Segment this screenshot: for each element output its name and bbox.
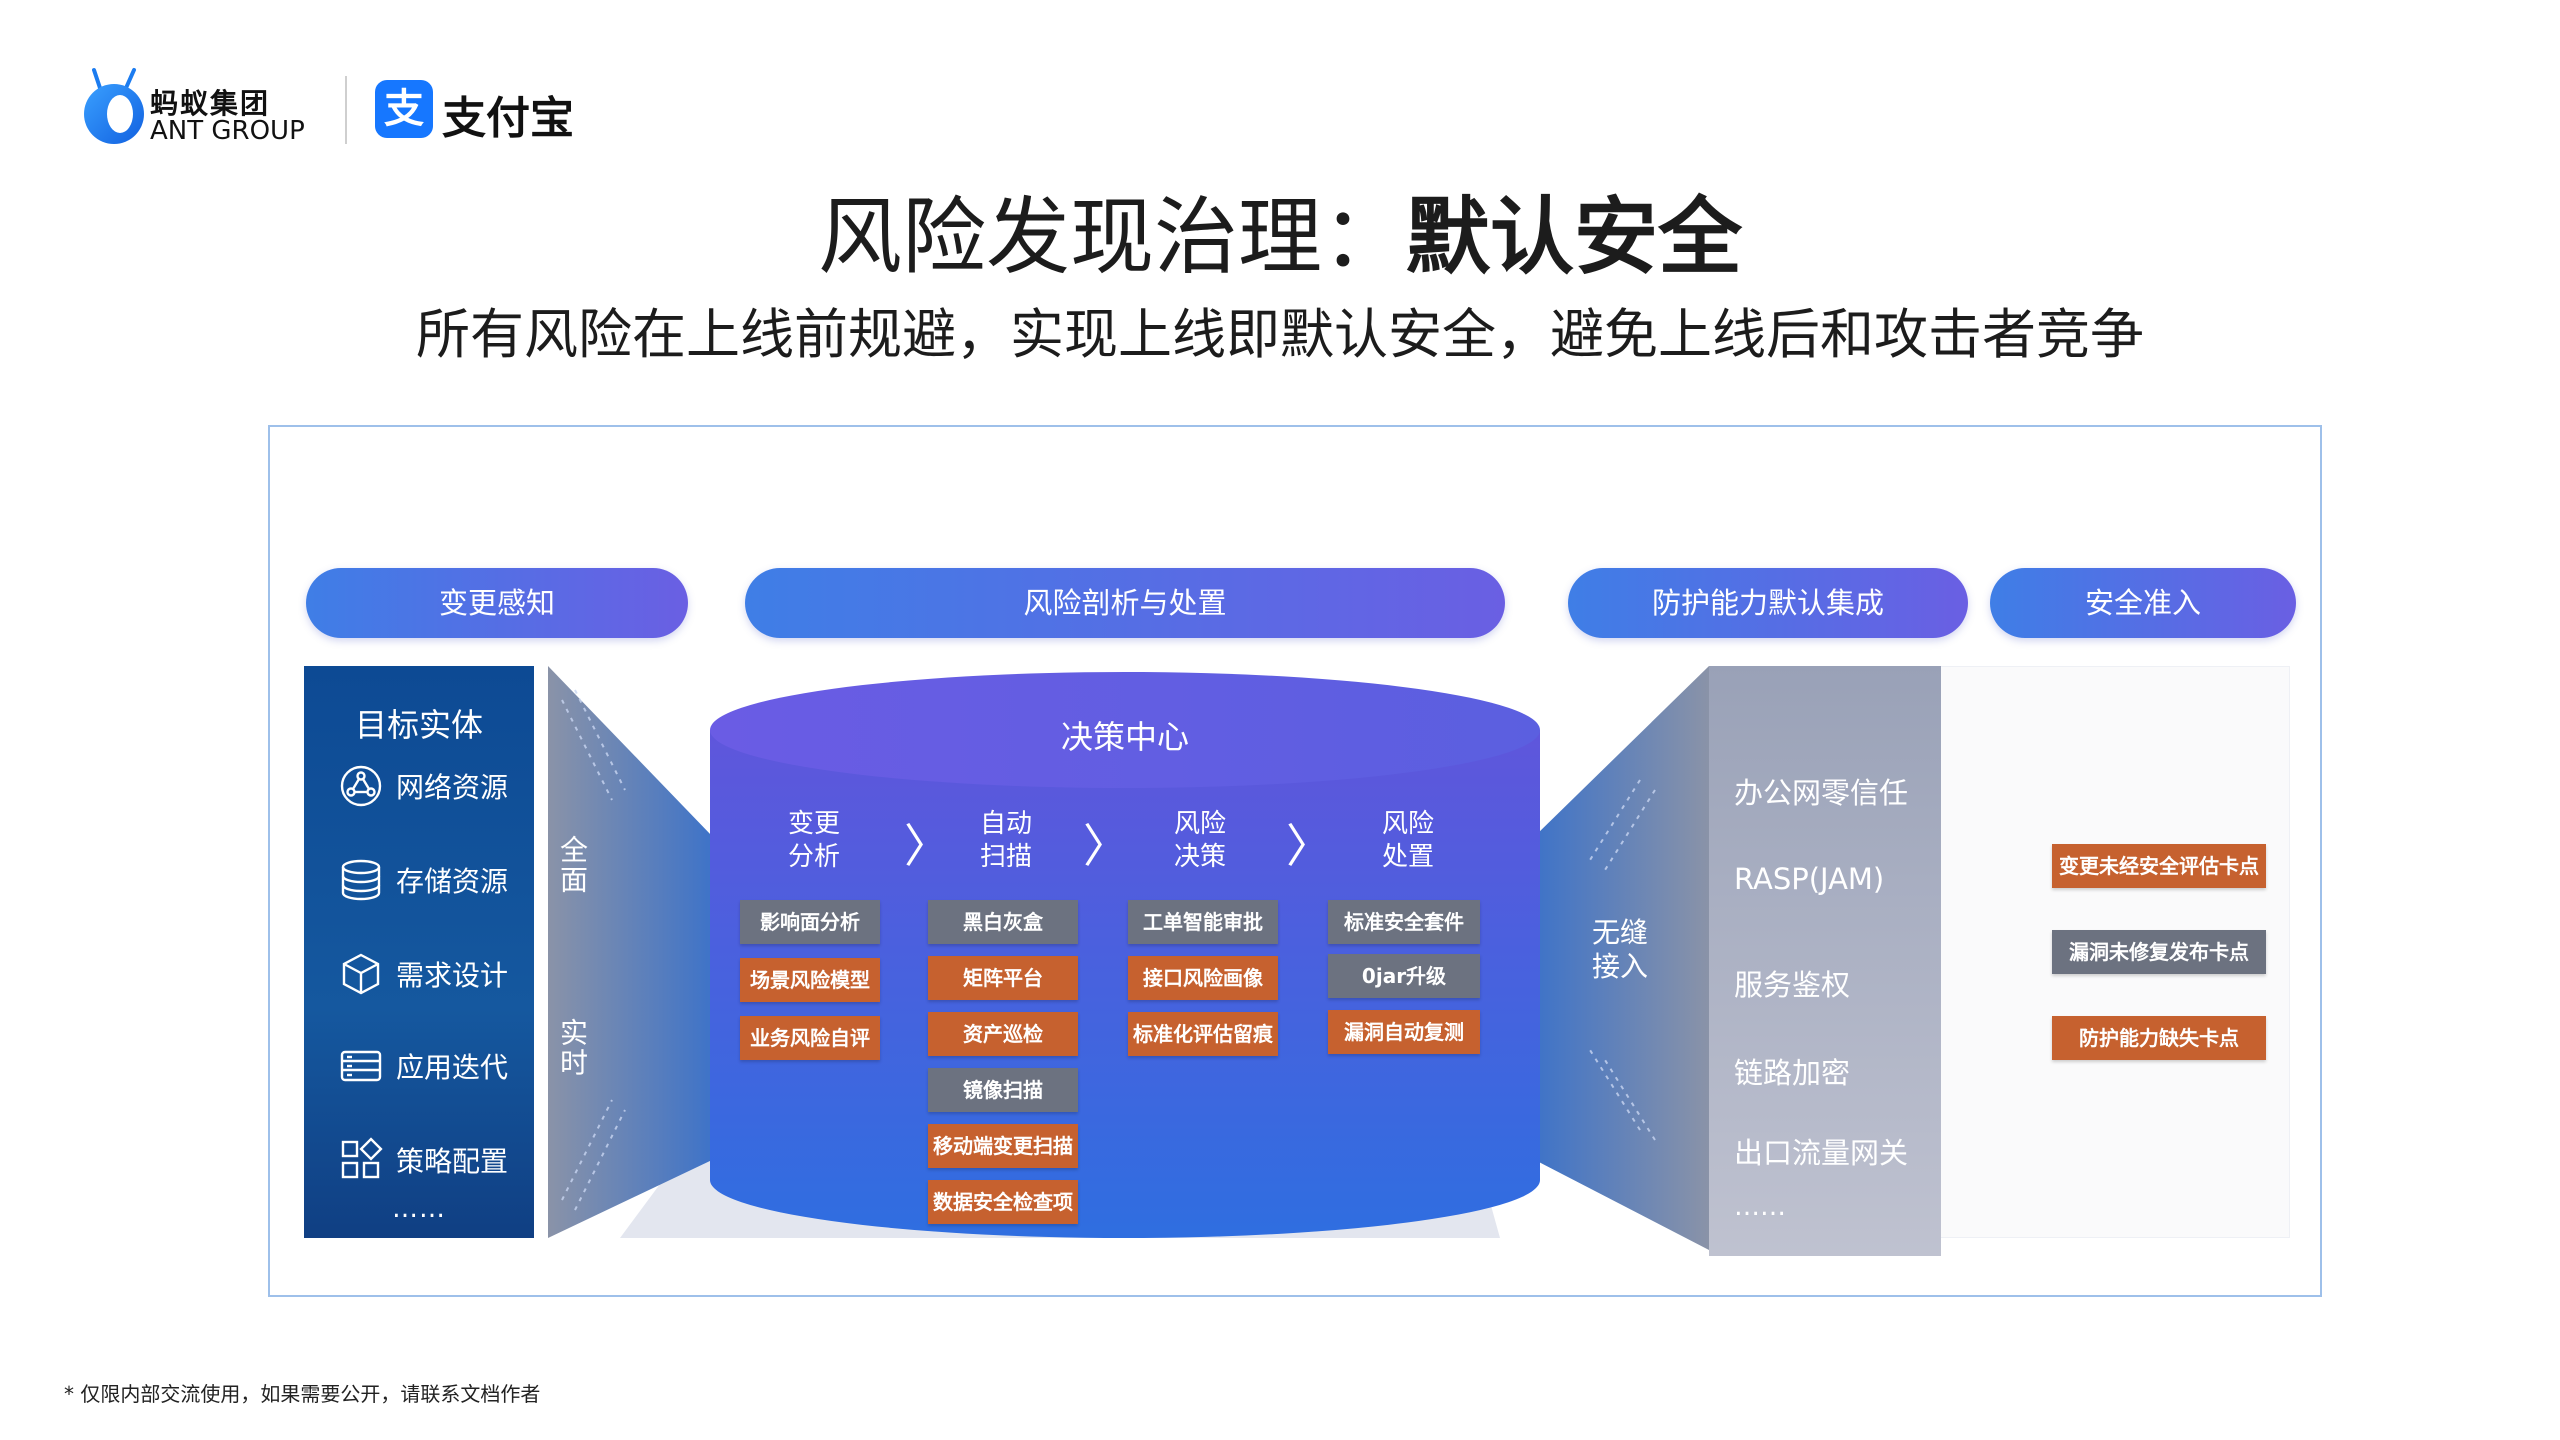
tag-image-scan: 镜像扫描: [928, 1068, 1078, 1112]
target-item-label: 策略配置: [396, 1145, 509, 1178]
tag-api-risk-profile: 接口风险画像: [1128, 956, 1278, 1000]
funnel-label-realtime: 实时: [556, 1018, 589, 1078]
tag-impact-analysis: 影响面分析: [740, 900, 880, 944]
tag-box-testing: 黑白灰盒: [928, 900, 1078, 944]
target-item-network: 网络资源: [338, 763, 538, 809]
protection-item-zero-trust: 办公网零信任: [1734, 776, 1909, 810]
column-head-line: 风险: [1381, 809, 1434, 839]
tag-standard-security-suite: 标准安全套件: [1328, 900, 1480, 944]
tag-data-security-check: 数据安全检查项: [928, 1180, 1078, 1224]
column-head-line: 分析: [787, 842, 840, 872]
stage-pill-change-awareness: 变更感知: [306, 568, 688, 638]
protection-item-link-encryption: 链路加密: [1734, 1056, 1851, 1090]
decision-cylinder-top: [710, 672, 1540, 788]
protection-panel: [1709, 666, 1941, 1256]
decision-center-title: 决策中心: [1060, 718, 1189, 756]
chevron-right-icon: 〉: [904, 819, 950, 873]
gate-missing-protection: 防护能力缺失卡点: [2052, 1016, 2266, 1060]
tag-mobile-change-scan: 移动端变更扫描: [928, 1124, 1078, 1168]
title-prefix: 风险发现治理：: [817, 188, 1406, 286]
ant-group-cn-label: 蚂蚁集团: [150, 87, 271, 120]
diagram-frame: [268, 425, 2322, 1297]
column-head-line: 处置: [1381, 842, 1434, 872]
protection-item-rasp: RASP(JAM): [1734, 862, 1885, 896]
database-icon: [341, 859, 381, 901]
seamless-access-label: 无缝 接入: [1580, 916, 1660, 984]
chevron-right-icon: 〉: [1083, 819, 1129, 873]
column-head-line: 决策: [1173, 842, 1226, 872]
target-item-iteration: 应用迭代: [338, 1043, 538, 1089]
target-entity-title: 目标实体: [354, 706, 483, 744]
target-more: ……: [392, 1194, 446, 1224]
right-funnel: [1535, 666, 1709, 1250]
column-head-line: 变更: [787, 809, 840, 839]
page-title: 风险发现治理：默认安全: [0, 170, 2560, 291]
tag-0jar-upgrade: 0jar升级: [1328, 954, 1480, 998]
stage-pill-protection-integration: 防护能力默认集成: [1568, 568, 1968, 638]
target-item-policy: 策略配置: [338, 1137, 538, 1183]
tag-business-self-assessment: 业务风险自评: [740, 1016, 880, 1060]
tag-matrix-platform: 矩阵平台: [928, 956, 1078, 1000]
server-icon: [340, 1050, 382, 1082]
column-head-line: 风险: [1173, 809, 1226, 839]
target-item-design: 需求设计: [338, 951, 538, 997]
target-item-label: 网络资源: [396, 771, 509, 804]
tag-scenario-risk-model: 场景风险模型: [740, 958, 880, 1002]
alipay-logo-text: 支付宝: [442, 93, 574, 144]
column-head-risk-decision: 风险 决策: [1140, 808, 1260, 874]
title-emphasis: 默认安全: [1406, 188, 1743, 286]
column-head-change-analysis: 变更 分析: [754, 808, 874, 874]
seamless-line: 无缝: [1591, 916, 1648, 949]
protection-more: ……: [1734, 1192, 1786, 1222]
tag-standard-assessment-trace: 标准化评估留痕: [1128, 1012, 1278, 1056]
ant-group-en-label: ANT GROUP: [150, 116, 305, 146]
page-subtitle: 所有风险在上线前规避，实现上线即默认安全，避免上线后和攻击者竞争: [416, 303, 2144, 366]
network-icon: [340, 765, 382, 807]
column-head-line: 自动: [979, 809, 1032, 839]
footnote: * 仅限内部交流使用，如果需要公开，请联系文档作者: [64, 1382, 541, 1406]
column-head-auto-scan: 自动 扫描: [946, 808, 1066, 874]
decision-cylinder-body: [710, 730, 1540, 1238]
target-item-storage: 存储资源: [338, 857, 538, 903]
tag-vuln-auto-retest: 漏洞自动复测: [1328, 1010, 1480, 1054]
protection-item-egress-gateway: 出口流量网关: [1734, 1136, 1909, 1170]
funnel-label-full: 全面: [556, 835, 589, 895]
tag-asset-inspection: 资产巡检: [928, 1012, 1078, 1056]
gate-unassessed-change: 变更未经安全评估卡点: [2052, 844, 2266, 888]
cube-icon: [342, 953, 380, 995]
stage-pill-risk-analysis: 风险剖析与处置: [745, 568, 1505, 638]
ant-group-logo-icon: [84, 68, 144, 144]
target-item-label: 应用迭代: [396, 1051, 509, 1084]
column-head-line: 扫描: [979, 842, 1032, 872]
chevron-right-icon: 〉: [1286, 819, 1332, 873]
grid-icon: [341, 1137, 383, 1179]
seamless-line: 接入: [1591, 950, 1648, 983]
tag-ticket-smart-approval: 工单智能审批: [1128, 900, 1278, 944]
stage-pill-security-admission: 安全准入: [1990, 568, 2296, 638]
column-head-risk-handling: 风险 处置: [1348, 808, 1468, 874]
gate-unfixed-vuln-release: 漏洞未修复发布卡点: [2052, 930, 2266, 974]
target-item-label: 存储资源: [396, 865, 509, 898]
logo-divider: [345, 76, 347, 144]
alipay-logo-icon: 支: [375, 80, 433, 138]
target-item-label: 需求设计: [396, 959, 509, 992]
protection-item-service-auth: 服务鉴权: [1734, 968, 1851, 1002]
left-funnel: [548, 666, 712, 1238]
